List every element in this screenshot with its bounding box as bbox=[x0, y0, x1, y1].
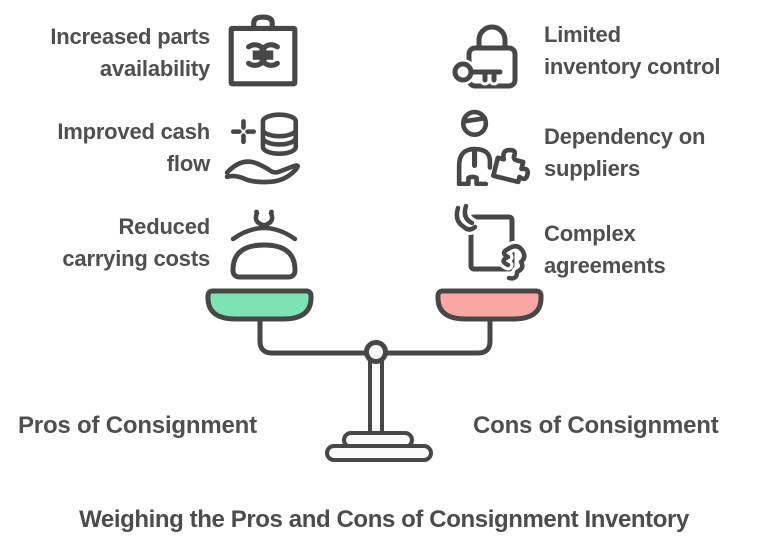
lock-and-key-icon bbox=[452, 12, 532, 90]
cons-item-2-label: Dependency on suppliers bbox=[544, 121, 768, 185]
pros-item-3-line2: carrying costs bbox=[62, 246, 210, 271]
pros-item-1-line1: Increased parts bbox=[50, 24, 210, 49]
pros-category-label: Pros of Consignment bbox=[18, 412, 257, 439]
pros-item-2-line2: flow bbox=[166, 151, 210, 176]
cons-item-2-line2: suppliers bbox=[544, 156, 641, 181]
cons-item-3-line2: agreements bbox=[544, 253, 666, 278]
cons-category-label: Cons of Consignment bbox=[473, 412, 719, 439]
cons-item-1-line2: inventory control bbox=[544, 54, 721, 79]
scale-pivot bbox=[364, 340, 388, 364]
coin-purse-icon bbox=[226, 204, 302, 280]
toolbox-wrench-icon bbox=[224, 13, 302, 91]
pros-item-3-line1: Reduced bbox=[118, 214, 210, 239]
hands-document-icon bbox=[450, 204, 528, 284]
cons-item-3-line1: Complex bbox=[544, 221, 636, 246]
scale-pole bbox=[368, 349, 384, 440]
pros-item-2-label: Improved cash flow bbox=[0, 116, 210, 180]
scale-base-bottom bbox=[325, 444, 433, 462]
pros-item-3-label: Reduced carrying costs bbox=[0, 211, 210, 275]
pros-item-2-line1: Improved cash bbox=[57, 119, 210, 144]
cons-item-1-line1: Limited bbox=[544, 22, 621, 47]
cons-item-2-line1: Dependency on bbox=[544, 124, 706, 149]
cons-item-1-label: Limited inventory control bbox=[544, 19, 768, 83]
pros-item-1-label: Increased parts availability bbox=[0, 21, 210, 85]
cons-item-3-label: Complex agreements bbox=[544, 218, 768, 282]
infographic-title: Weighing the Pros and Cons of Consignmen… bbox=[79, 506, 689, 533]
pros-pan bbox=[205, 288, 314, 322]
cons-pan bbox=[435, 288, 544, 322]
person-puzzle-icon bbox=[453, 108, 531, 186]
pros-item-1-line2: availability bbox=[99, 56, 210, 81]
cash-in-hand-icon bbox=[224, 108, 306, 186]
